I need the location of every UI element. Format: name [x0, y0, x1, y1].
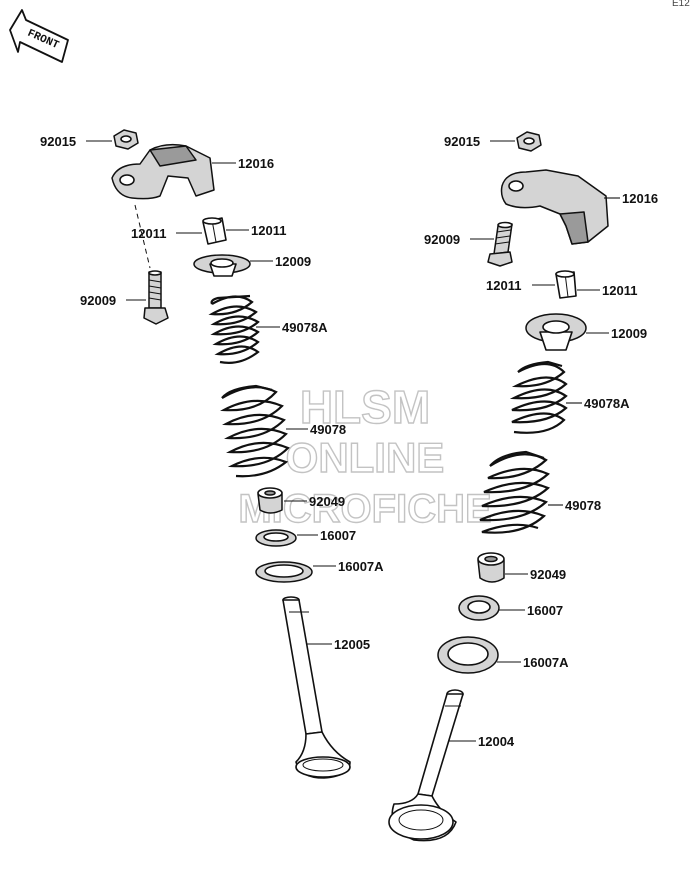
label-left-16007: 16007	[320, 528, 356, 543]
label-right-12009: 12009	[611, 326, 647, 341]
label-right-12011a: 12011	[486, 278, 521, 293]
label-right-12011b: 12011	[602, 283, 637, 298]
left-outer-spring-49078	[220, 384, 290, 478]
label-right-49078A: 49078A	[584, 396, 630, 411]
left-washer-16007A	[255, 561, 313, 583]
right-seat-16007	[458, 595, 500, 621]
left-cotter-12011	[202, 217, 227, 245]
left-rocker-arm-12016	[111, 143, 215, 200]
label-left-16007A: 16007A	[338, 559, 384, 574]
label-left-49078A: 49078A	[282, 320, 328, 335]
right-inner-spring-49078A	[509, 360, 568, 434]
label-left-12011b: 12011	[251, 223, 286, 238]
right-valve-12004	[388, 689, 464, 842]
watermark-line1: HLSM	[300, 381, 430, 433]
label-right-12004: 12004	[478, 734, 515, 749]
label-right-49078: 49078	[565, 498, 601, 513]
right-nut-92015	[516, 131, 542, 152]
front-arrow-icon: FRONT	[9, 9, 69, 63]
page-code: E12	[672, 0, 690, 9]
label-left-49078: 49078	[310, 422, 346, 437]
label-left-92009: 92009	[80, 293, 116, 308]
right-outer-spring-49078	[479, 450, 551, 534]
left-nut-92015	[113, 129, 139, 150]
label-left-92015: 92015	[40, 134, 76, 149]
left-seat-16007	[255, 529, 297, 547]
label-right-16007A: 16007A	[523, 655, 569, 670]
right-washer-16007A	[437, 636, 499, 674]
right-retainer-12009	[525, 313, 587, 351]
left-valve-seal-92049	[257, 487, 283, 514]
right-cotter-12011	[555, 270, 577, 299]
label-right-16007: 16007	[527, 603, 563, 618]
left-adjuster-92009	[143, 270, 169, 325]
label-left-12016: 12016	[238, 156, 274, 171]
label-right-12016: 12016	[622, 191, 658, 206]
left-inner-spring-49078A	[208, 294, 260, 364]
label-right-92015: 92015	[444, 134, 480, 149]
label-right-92009: 92009	[424, 232, 460, 247]
label-left-12005: 12005	[334, 637, 370, 652]
label-left-12011a: 12011	[131, 226, 166, 241]
left-valve-12005	[282, 596, 351, 779]
right-rocker-arm-12016	[500, 169, 609, 245]
label-left-12009: 12009	[275, 254, 311, 269]
label-left-92049: 92049	[309, 494, 345, 509]
right-valve-seal-92049	[477, 552, 505, 583]
watermark-line2: ONLINE	[286, 434, 445, 481]
right-adjuster-92009	[487, 221, 513, 267]
label-right-92049: 92049	[530, 567, 566, 582]
left-retainer-12009	[193, 254, 251, 277]
